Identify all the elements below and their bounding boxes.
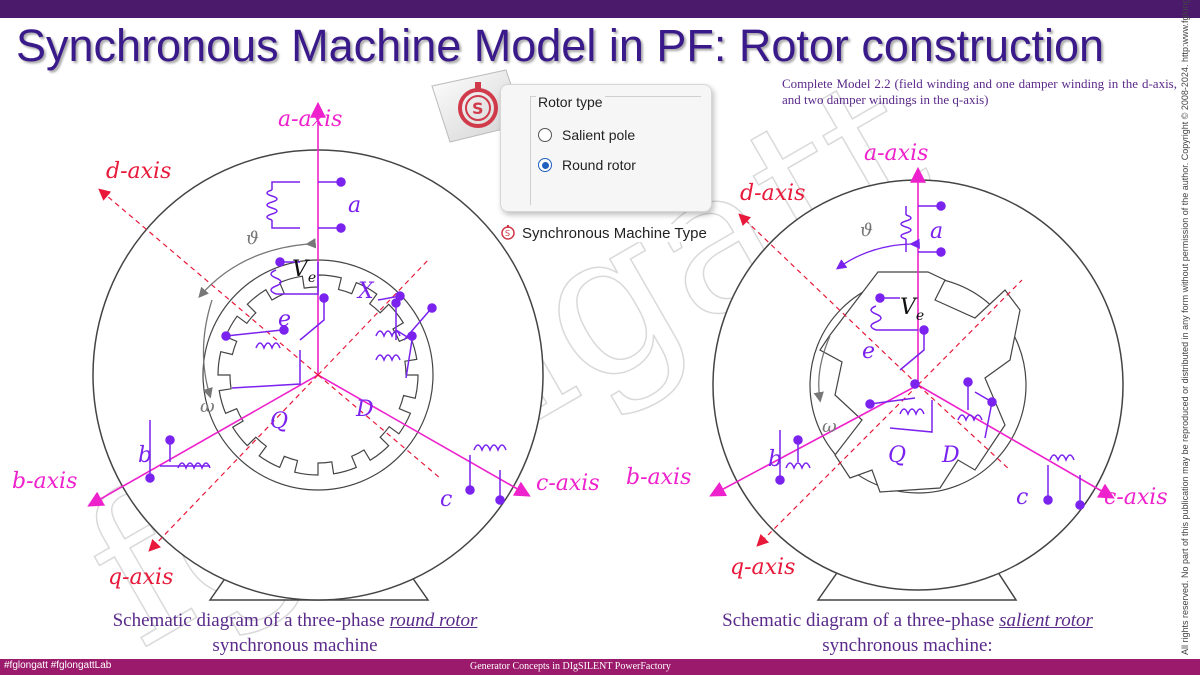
label-theta: ϑ xyxy=(246,228,259,249)
label-b-axis: b-axis xyxy=(12,469,77,494)
label-theta-right: ϑ xyxy=(860,220,873,241)
sync-machine-icon: S xyxy=(458,82,498,128)
label-c: c xyxy=(440,487,452,512)
label-a-axis-right: a-axis xyxy=(864,141,928,166)
coil-x xyxy=(375,291,437,341)
label-d-axis: d-axis xyxy=(106,159,171,184)
label-c-axis-right: c-axis xyxy=(1104,485,1168,510)
label-d: D xyxy=(355,397,374,422)
coil-b xyxy=(145,420,211,483)
label-omega: ω xyxy=(200,396,215,417)
coil-d-right xyxy=(957,377,997,439)
rotor-type-group xyxy=(530,96,701,205)
label-d-right: D xyxy=(941,443,960,468)
q-axis-line-right xyxy=(756,384,919,547)
round-rotor-label: Round rotor xyxy=(562,157,636,173)
salient-pole-radio[interactable] xyxy=(538,128,552,142)
svg-text:S: S xyxy=(505,229,510,238)
sync-machine-type-link[interactable]: S Synchronous Machine Type xyxy=(500,224,707,242)
option-round-rotor[interactable]: Round rotor xyxy=(538,157,636,173)
slide-title: Synchronous Machine Model in PF: Rotor c… xyxy=(16,20,1105,71)
svg-text:S: S xyxy=(472,99,484,118)
label-ve: Ve xyxy=(292,257,316,286)
label-q: Q xyxy=(270,409,288,434)
label-c-axis: c-axis xyxy=(536,471,600,496)
label-ve-right: Ve xyxy=(900,295,924,324)
footer-title: Generator Concepts in DIgSILENT PowerFac… xyxy=(470,661,671,672)
label-x: X xyxy=(356,279,375,304)
coil-a-right xyxy=(900,201,946,257)
coil-a xyxy=(266,177,346,233)
round-rotor-radio[interactable] xyxy=(538,158,552,172)
omega-arc xyxy=(202,299,213,399)
coil-b-right xyxy=(775,430,811,485)
caption-right: Schematic diagram of a three-phase salie… xyxy=(640,608,1175,658)
label-a-axis: a-axis xyxy=(278,107,342,132)
b-axis-line-right xyxy=(709,384,919,497)
coil-c xyxy=(465,444,507,505)
label-b-axis-right: b-axis xyxy=(626,465,691,490)
label-d-axis-right: d-axis xyxy=(740,181,805,206)
label-e-right: e xyxy=(862,339,875,364)
theta-arc-right xyxy=(835,238,920,270)
option-salient-pole[interactable]: Salient pole xyxy=(538,127,635,143)
label-b-right: b xyxy=(768,447,782,472)
q-axis-ext-right xyxy=(917,279,1023,386)
coil-e-right xyxy=(870,293,929,371)
caption-right-line2: synchronous machine: xyxy=(822,635,993,656)
caption-left-pre: Schematic diagram of a three-phase xyxy=(112,610,390,631)
caption-right-pre: Schematic diagram of a three-phase xyxy=(722,610,1000,631)
c-axis-line xyxy=(317,374,531,497)
label-e: e xyxy=(278,307,291,332)
caption-right-em: salient rotor xyxy=(999,610,1093,631)
d-axis-line xyxy=(98,188,319,376)
rotor-salient-shape xyxy=(819,271,1021,493)
label-q-right: Q xyxy=(888,443,906,468)
caption-left-line2: synchronous machine xyxy=(212,635,378,656)
caption-left-em: round rotor xyxy=(389,610,478,631)
model-note: Complete Model 2.2 (field winding and on… xyxy=(782,76,1177,107)
b-axis-line xyxy=(87,374,319,507)
label-omega-right: ω xyxy=(822,416,837,437)
sync-machine-type-label: Synchronous Machine Type xyxy=(522,225,707,242)
sync-machine-type-icon: S xyxy=(501,225,515,240)
rotor-type-title: Rotor type xyxy=(536,94,605,110)
label-b: b xyxy=(138,443,152,468)
label-a: a xyxy=(348,193,361,218)
top-bar xyxy=(0,0,1200,18)
caption-left: Schematic diagram of a three-phase round… xyxy=(30,608,560,658)
label-q-axis: q-axis xyxy=(108,565,173,590)
rotor-type-panel xyxy=(500,84,712,212)
label-c-right: c xyxy=(1016,485,1028,510)
label-q-axis-right: q-axis xyxy=(730,555,795,580)
q-axis-line xyxy=(148,374,319,552)
omega-arc-right xyxy=(813,335,831,403)
coil-d xyxy=(375,298,417,379)
coil-e xyxy=(270,257,329,341)
theta-arc xyxy=(198,238,317,298)
coil-c-right xyxy=(1043,454,1085,510)
label-a-right: a xyxy=(930,219,943,244)
d-axis-ext-right xyxy=(917,384,1011,471)
coil-q xyxy=(221,325,301,389)
coil-q-right xyxy=(865,379,933,433)
footer-hashtags: #fglongatt #fglongattLab xyxy=(4,660,112,671)
footer-bar: #fglongatt #fglongattLab Generator Conce… xyxy=(0,659,1200,675)
salient-pole-label: Salient pole xyxy=(562,127,636,143)
